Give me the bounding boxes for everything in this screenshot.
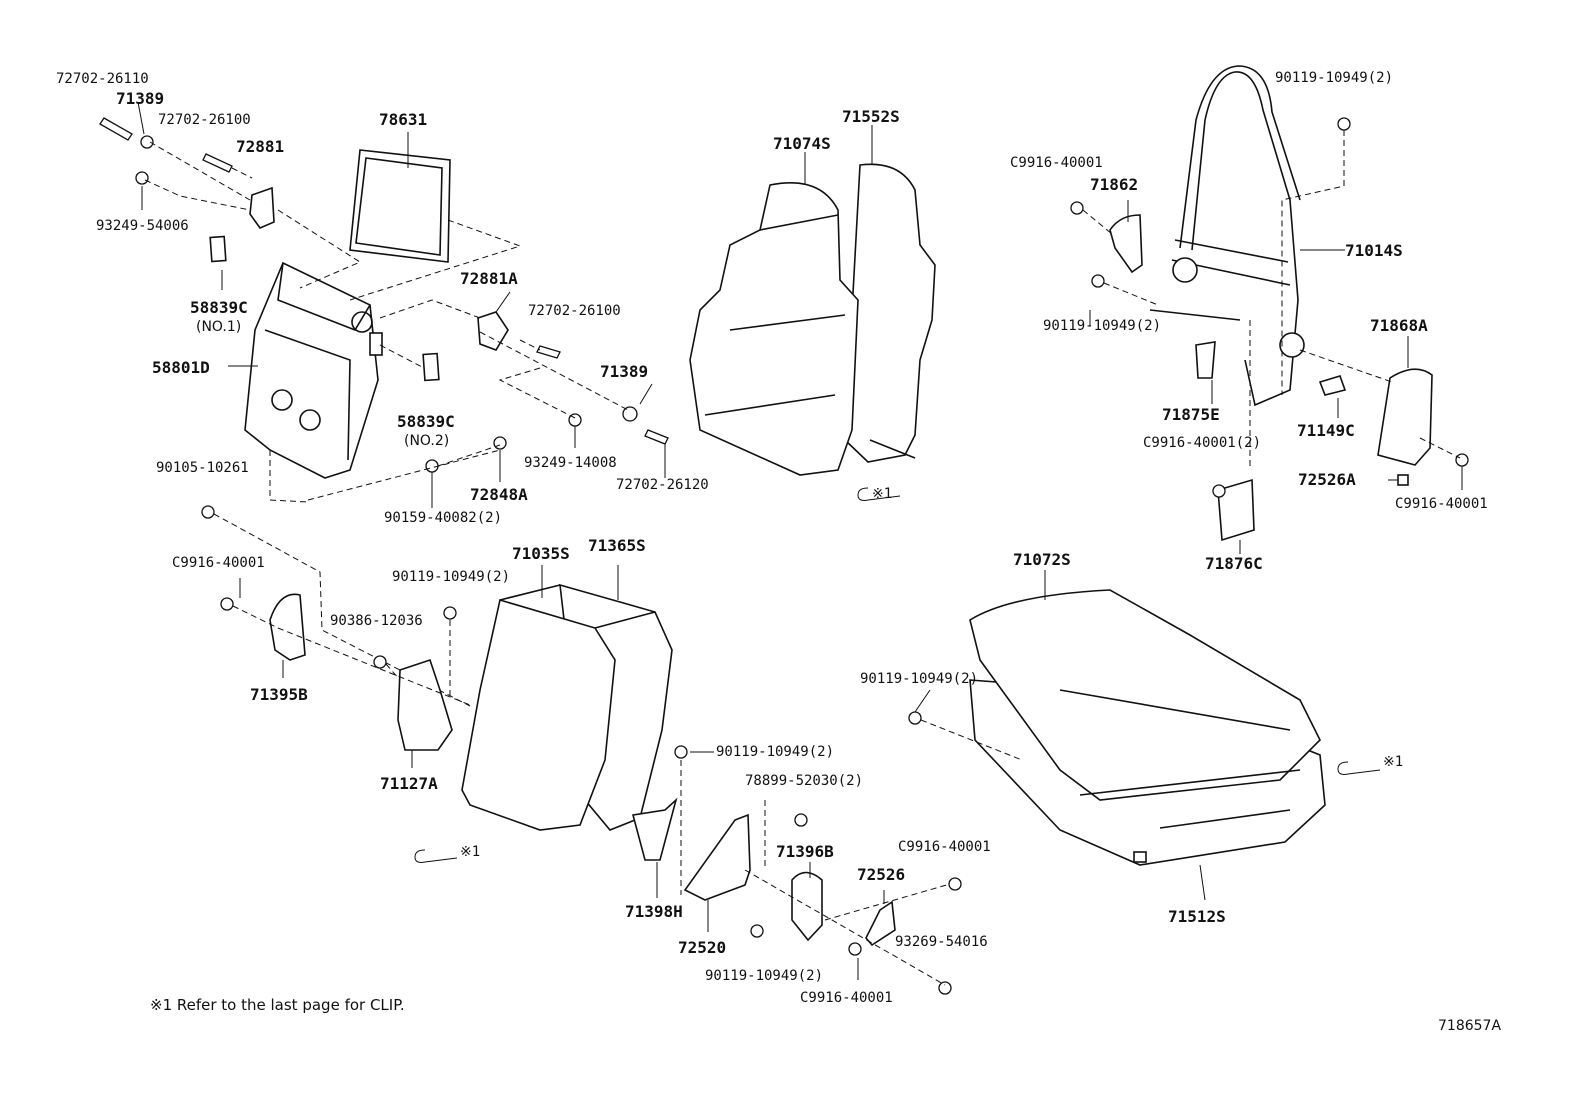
label-71552s: 71552S (842, 107, 900, 126)
part-58839c-no2 (422, 352, 440, 382)
part-71014s-frame (1191, 71, 1299, 407)
label-78631: 78631 (379, 110, 427, 129)
seatback-cover-group (689, 125, 936, 476)
label-71072s: 71072S (1013, 550, 1071, 569)
part-71395b-bracket (269, 593, 306, 661)
label-90119-10949-r: 90119-10949(2) (860, 671, 978, 687)
label-72702-26100: 72702-26100 (158, 112, 251, 128)
label-71398h: 71398H (625, 902, 683, 921)
label-c9916-40001-a: C9916-40001 (1010, 155, 1103, 171)
label-72526a: 72526A (1298, 470, 1356, 489)
label-58839c-no1: 58839C (190, 298, 248, 317)
label-72881a: 72881A (460, 269, 518, 288)
label-90119-10949-c: 90119-10949(2) (716, 744, 834, 760)
label-72848a: 72848A (470, 485, 528, 504)
label-58839c-no2: 58839C (397, 412, 455, 431)
label-78899-52030: 78899-52030(2) (745, 773, 863, 789)
clip-ref-1: ※1 (872, 486, 892, 502)
label-90105-10261: 90105-10261 (156, 460, 249, 476)
part-71868a-cover (1377, 368, 1433, 466)
label-c9916-40001-d: C9916-40001 (172, 555, 265, 571)
label-c9916-40001-f: C9916-40001 (800, 990, 893, 1006)
seat-side-group (220, 565, 673, 831)
part-71862-bracket (1109, 214, 1143, 274)
label-71014s: 71014S (1345, 241, 1403, 260)
part-71149c (1318, 375, 1347, 396)
label-c9916-40001-b: C9916-40001(2) (1143, 435, 1261, 451)
label-93269-54016: 93269-54016 (895, 934, 988, 950)
label-72702-26120: 72702-26120 (616, 477, 709, 493)
part-71396b-bracket (791, 871, 823, 942)
label-71396b: 71396B (776, 842, 834, 861)
label-71149c: 71149C (1297, 421, 1355, 440)
part-71035s-cover (461, 598, 616, 831)
label-72526: 72526 (857, 865, 905, 884)
hinge-bracket-group (631, 745, 962, 995)
label-90119-10949-top: 90119-10949(2) (1275, 70, 1393, 86)
clip-ref-2: ※1 (1383, 754, 1403, 770)
part-71074s-cover (689, 182, 859, 476)
label-72702-26100-b: 72702-26100 (528, 303, 621, 319)
label-71395b: 71395B (250, 685, 308, 704)
seatback-frame-group (1070, 65, 1469, 554)
part-71127a-bracket (397, 658, 453, 751)
label-90119-10949-mid: 90119-10949(2) (1043, 318, 1161, 334)
part-71876c (1217, 478, 1255, 542)
label-58839c-no1-sub: (NO.1) (196, 319, 241, 335)
part-72881-hinge (249, 186, 275, 229)
seatback-panel-group (99, 101, 669, 707)
label-72520: 72520 (678, 938, 726, 957)
label-71868a: 71868A (1370, 316, 1428, 335)
label-90159-40082: 90159-40082(2) (384, 510, 502, 526)
label-71389: 71389 (116, 89, 164, 108)
label-58839c-no2-sub: (NO.2) (404, 433, 449, 449)
seat-cushion-group (908, 570, 1326, 901)
part-71875e (1195, 341, 1216, 379)
label-c9916-40001-c: C9916-40001 (1395, 496, 1488, 512)
label-c9916-40001-e: C9916-40001 (898, 839, 991, 855)
part-71398h-bracket (631, 797, 678, 861)
label-71389-b: 71389 (600, 362, 648, 381)
label-71875e: 71875E (1162, 405, 1220, 424)
label-58801d: 58801D (152, 358, 210, 377)
label-71876c: 71876C (1205, 554, 1263, 573)
diagram-id: 718657A (1438, 1018, 1501, 1034)
part-71552s-cover (844, 163, 936, 463)
footnote: ※1 Refer to the last page for CLIP. (150, 996, 405, 1014)
label-72881: 72881 (236, 137, 284, 156)
clip-refs (414, 487, 1381, 863)
label-71074s: 71074S (773, 134, 831, 153)
label-71862: 71862 (1090, 175, 1138, 194)
label-71512s: 71512S (1168, 907, 1226, 926)
label-71035s: 71035S (512, 544, 570, 563)
label-90119-10949-b: 90119-10949(2) (705, 968, 823, 984)
part-72520-bracket (683, 813, 751, 901)
clip-ref-3: ※1 (460, 844, 480, 860)
label-93249-14008: 93249-14008 (524, 455, 617, 471)
part-72881a-hinge (477, 311, 509, 351)
label-93249-54006: 93249-54006 (96, 218, 189, 234)
label-71127a: 71127A (380, 774, 438, 793)
part-71072s-cushion (969, 589, 1321, 801)
part-72526-link (865, 900, 896, 947)
label-90119-10949-l: 90119-10949(2) (392, 569, 510, 585)
part-58801d-panel (244, 261, 379, 479)
label-90386-12036: 90386-12036 (330, 613, 423, 629)
label-71365s: 71365S (588, 536, 646, 555)
part-78631-frame (349, 149, 451, 263)
part-58839c-no1 (209, 235, 227, 263)
labels-layer: 72702-26110 71389 72702-26100 72881 9324… (56, 70, 1501, 1034)
label-72702-26110: 72702-26110 (56, 71, 149, 87)
